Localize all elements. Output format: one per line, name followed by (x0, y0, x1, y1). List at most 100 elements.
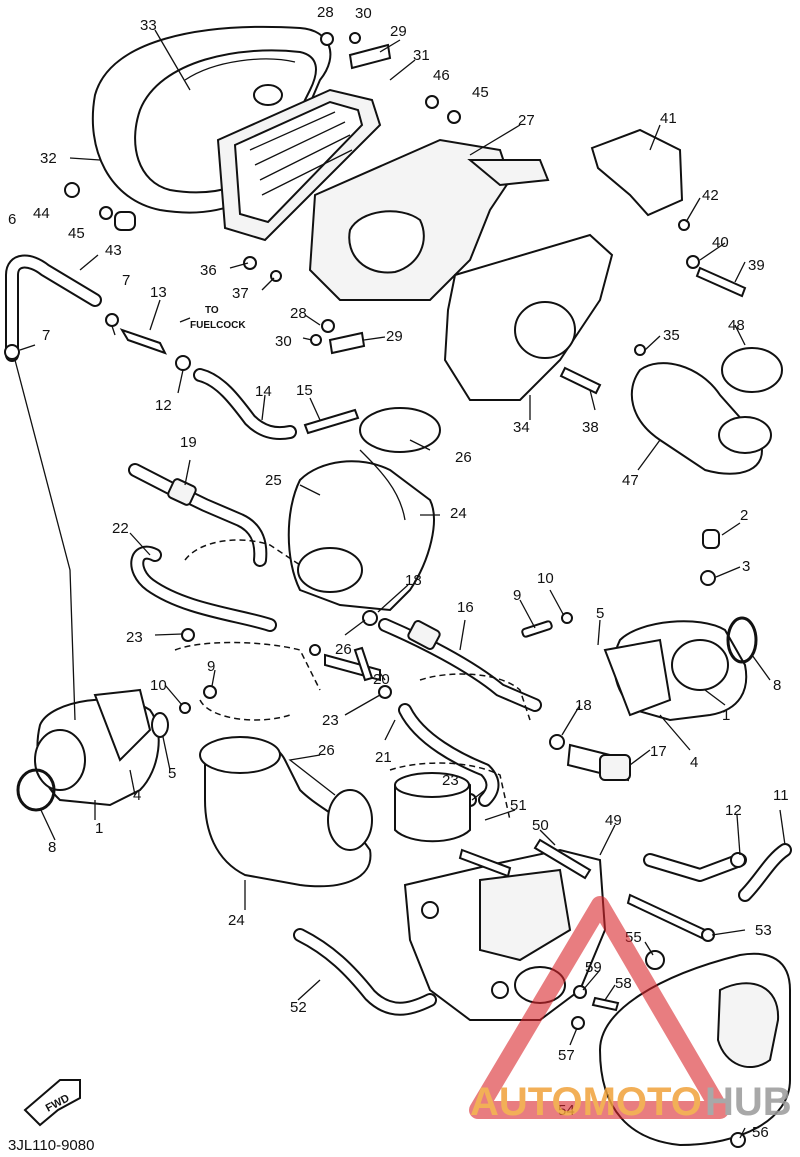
callout-49: 49 (605, 812, 622, 829)
callout-25: 25 (265, 472, 282, 489)
fitting-17 (566, 743, 632, 782)
callout-53: 53 (755, 922, 772, 939)
callout-19: 19 (180, 434, 197, 451)
callout-6: 6 (8, 211, 16, 228)
clamps-misc (179, 529, 720, 807)
callout-7: 7 (42, 327, 50, 344)
callout-13: 13 (150, 284, 167, 301)
callout-16: 16 (457, 599, 474, 616)
callout-38: 38 (582, 419, 599, 436)
intake-elbow-24-25-26 (287, 407, 441, 612)
callout-39: 39 (748, 257, 765, 274)
callout-26: 26 (455, 449, 472, 466)
callout-57: 57 (558, 1047, 575, 1064)
fasteners-top (64, 32, 747, 395)
hose-14 (193, 368, 297, 441)
watermark-text-hub: HUB (705, 1080, 792, 1124)
fwd-arrow: FWD (23, 1079, 81, 1127)
callout-8: 8 (773, 677, 781, 694)
air-cleaner-base-27 (308, 138, 550, 301)
callout-26: 26 (335, 641, 352, 658)
callout-10: 10 (537, 570, 554, 587)
callout-26: 26 (318, 742, 335, 759)
callout-5: 5 (596, 605, 604, 622)
callout-37: 37 (232, 285, 249, 302)
engine-outline (14, 359, 531, 821)
callout-1: 1 (95, 820, 103, 837)
pipe-52 (293, 928, 437, 1016)
note-to: TO (205, 305, 219, 316)
callout-4: 4 (690, 754, 698, 771)
callout-30: 30 (355, 5, 372, 22)
callout-12: 12 (155, 397, 172, 414)
callout-3: 3 (742, 558, 750, 575)
callout-24: 24 (450, 505, 467, 522)
callout-47: 47 (622, 472, 639, 489)
carb-joint-right-1-4-5-8 (603, 616, 758, 722)
callout-28: 28 (317, 4, 334, 21)
cover-34 (443, 233, 614, 401)
callout-7: 7 (122, 272, 130, 289)
callout-59: 59 (585, 959, 602, 976)
callout-50: 50 (532, 817, 549, 834)
callout-4: 4 (133, 787, 141, 804)
callout-29: 29 (386, 328, 403, 345)
callout-29: 29 (390, 23, 407, 40)
carb-joint-left-1-4-5-8 (16, 688, 169, 812)
oil-filter-cartridge (394, 772, 471, 843)
callout-8: 8 (48, 839, 56, 856)
hose-20 (324, 646, 381, 682)
fuel-fitting-7-13 (105, 313, 191, 371)
callout-9: 9 (513, 587, 521, 604)
callout-32: 32 (40, 150, 57, 167)
bolts-50-53 (458, 838, 715, 942)
diagram-code: 3JL110-9080 (8, 1137, 94, 1154)
callout-42: 42 (702, 187, 719, 204)
callout-35: 35 (663, 327, 680, 344)
hose-22 (130, 545, 277, 632)
callout-31: 31 (413, 47, 430, 64)
callout-23: 23 (442, 772, 459, 789)
callout-34: 34 (513, 419, 530, 436)
hose-11-12 (643, 843, 792, 902)
callout-22: 22 (112, 520, 129, 537)
callout-52: 52 (290, 999, 307, 1016)
callout-11: 11 (773, 787, 789, 804)
callout-20: 20 (373, 671, 390, 688)
callout-10: 10 (150, 677, 167, 694)
callout-36: 36 (200, 262, 217, 279)
hose-16 (378, 618, 542, 712)
intake-elbow-lower-24-26 (199, 736, 373, 888)
callout-23: 23 (126, 629, 143, 646)
leader-lines (19, 29, 786, 1139)
callout-46: 46 (433, 67, 450, 84)
watermark-logo: AUTOMOTO HUB (469, 896, 792, 1124)
callout-15: 15 (296, 382, 313, 399)
note-fuel-cock: FUELCOCK (190, 320, 246, 331)
callout-18: 18 (405, 572, 422, 589)
watermark-text-auto: AUTOMOTO (470, 1080, 702, 1124)
callout-45: 45 (68, 225, 85, 242)
to-fuel-cock-note: TO FUELCOCK (179, 305, 246, 331)
callout-24: 24 (228, 912, 245, 929)
callout-28: 28 (290, 305, 307, 322)
callout-14: 14 (255, 383, 272, 400)
callout-1: 1 (722, 707, 730, 724)
callout-18: 18 (575, 697, 592, 714)
air-filter-element-31 (216, 88, 382, 242)
fitting-15 (303, 408, 360, 435)
callout-2: 2 (740, 507, 748, 524)
callout-41: 41 (660, 110, 677, 127)
callout-48: 48 (728, 317, 745, 334)
callout-43: 43 (105, 242, 122, 259)
callout-27: 27 (518, 112, 535, 129)
callout-30: 30 (275, 333, 292, 350)
callout-44: 44 (33, 205, 50, 222)
callout-23: 23 (322, 712, 339, 729)
callout-45: 45 (472, 84, 489, 101)
bracket-41 (590, 128, 684, 217)
callout-33: 33 (140, 17, 157, 34)
hose-6 (4, 254, 102, 362)
callout-51: 51 (510, 797, 527, 814)
